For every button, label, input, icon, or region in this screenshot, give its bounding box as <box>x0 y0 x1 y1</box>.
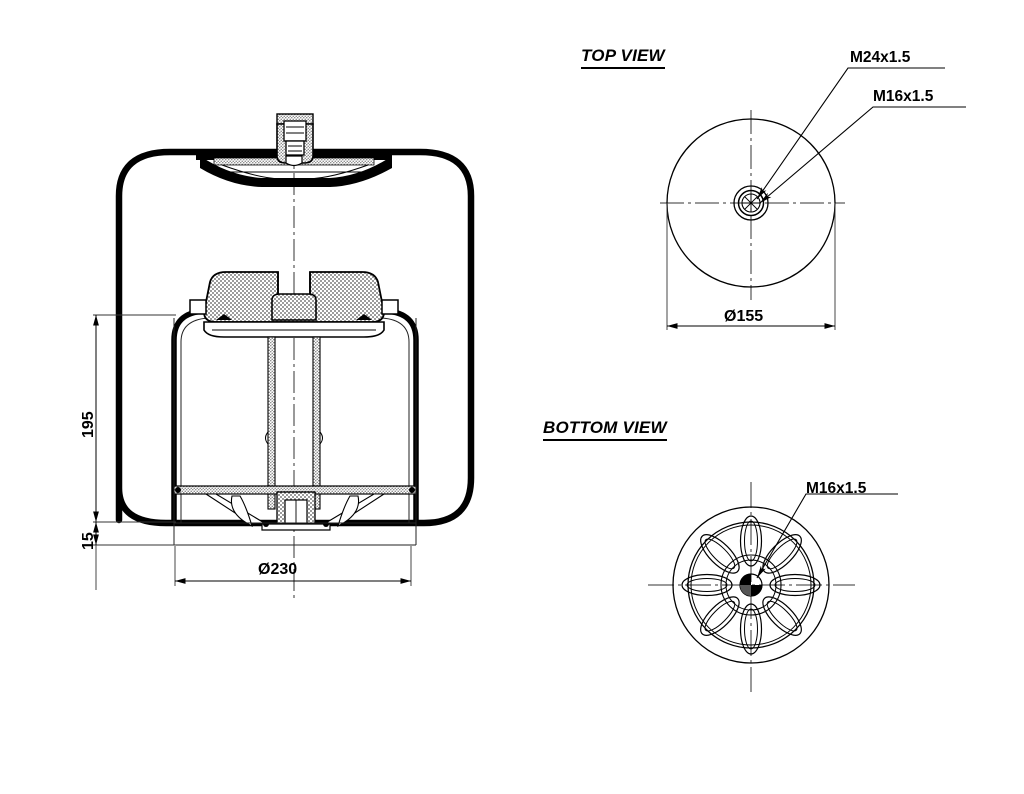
dimension-15 <box>93 521 176 590</box>
top-plate-shoulder <box>200 156 392 187</box>
top-view-title: TOP VIEW <box>581 46 665 69</box>
web-ring-inner <box>725 559 777 611</box>
bottom-vane-inner <box>766 538 798 570</box>
piston-skirt-right <box>312 336 321 510</box>
clamp-ear-left <box>189 299 207 315</box>
bottom-vane-inner <box>774 578 816 592</box>
bottom-vane <box>739 603 763 655</box>
top-stud-assembly <box>276 113 314 167</box>
bottom-vane <box>700 534 740 574</box>
top-view-port-mid <box>737 189 765 217</box>
leader-m24 <box>756 67 945 200</box>
piston-skirt-left <box>267 336 276 510</box>
base-edge-dot-right <box>409 487 415 493</box>
skirt-break-left <box>265 431 269 445</box>
dimension-diameter-155 <box>666 203 836 330</box>
base-rib-right-inner <box>337 495 360 528</box>
bottom-vane <box>700 596 740 636</box>
bottom-vane <box>762 596 802 636</box>
bottom-vane-inner <box>704 538 736 570</box>
base-corner-dot-right <box>323 521 329 527</box>
callout-thread-m24: M24x1.5 <box>850 49 911 66</box>
bottom-view-outer-circle <box>672 506 830 664</box>
bellows-outer-wall <box>115 148 475 527</box>
skirt-break-right <box>319 431 323 445</box>
bottom-view-rim-inner <box>690 524 812 646</box>
main-section-view <box>93 113 475 600</box>
bottom-vane <box>769 573 821 597</box>
bottom-vane <box>762 534 802 574</box>
bottom-view <box>648 482 898 692</box>
bottom-view-web-ring <box>720 554 782 616</box>
piston-base <box>173 485 417 531</box>
bottom-vane-inner <box>744 520 758 562</box>
hub-quadrant-3 <box>751 585 762 596</box>
dimension-label-diameter-155: Ø155 <box>724 308 764 325</box>
leader-m16-top <box>759 106 966 204</box>
bottom-view-vane-group <box>681 515 821 655</box>
callout-thread-m16-bottom: M16x1.5 <box>806 480 867 497</box>
piston-head <box>189 271 399 338</box>
stud-bore-upper <box>283 120 307 142</box>
top-view-port-outer <box>733 185 769 221</box>
dimension-195 <box>93 314 176 522</box>
hub-quadrant-1 <box>740 574 751 585</box>
base-bottom-band <box>261 523 331 531</box>
bottom-vane-inner <box>704 600 736 632</box>
bottom-vane <box>681 573 733 597</box>
web-ring-outer <box>720 554 782 616</box>
dimension-label-195: 195 <box>80 411 97 438</box>
piston-notch-left <box>216 314 232 320</box>
leader-m16-bottom <box>756 493 898 579</box>
bottom-view-rim-circle <box>687 521 815 649</box>
base-rib-left-inner <box>230 495 253 528</box>
base-corner-dot-left <box>263 521 269 527</box>
clamp-ear-right <box>381 299 399 315</box>
stud-bore-lower <box>285 140 305 156</box>
callout-thread-m16-top: M16x1.5 <box>873 88 934 105</box>
stud-tip <box>285 155 303 167</box>
port-spoke-4 <box>744 196 758 210</box>
bottom-view-title: BOTTOM VIEW <box>543 418 667 441</box>
base-edge-dot-left <box>175 487 181 493</box>
hub-quadrant-2 <box>740 585 751 596</box>
piston-head-boss <box>271 293 317 321</box>
dimension-label-15: 15 <box>80 532 97 550</box>
top-view <box>660 67 966 330</box>
bottom-vane-inner <box>686 578 728 592</box>
bottom-vane <box>739 515 763 567</box>
dimension-label-diameter-230: Ø230 <box>258 561 298 578</box>
piston-notch-right <box>356 314 372 320</box>
bottom-vane-inner <box>744 608 758 650</box>
bottom-vane-inner <box>766 600 798 632</box>
dimension-diameter-230 <box>174 546 412 586</box>
